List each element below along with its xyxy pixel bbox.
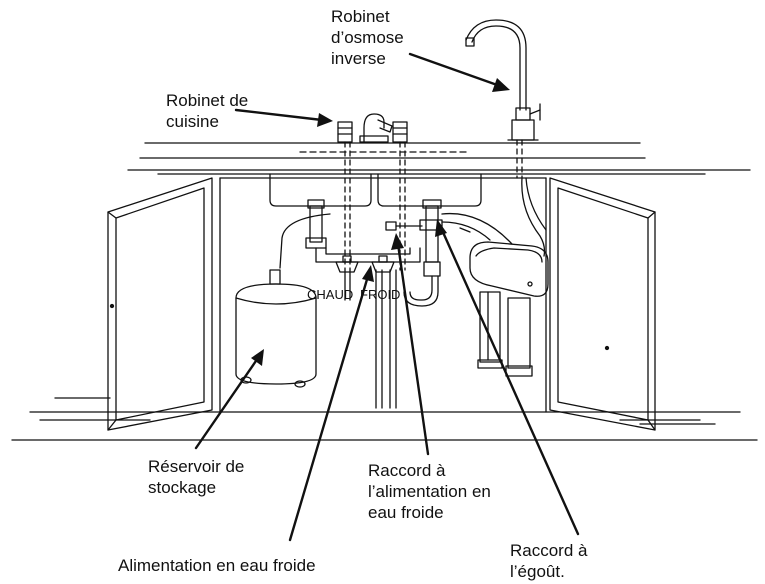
countertop: [127, 142, 751, 175]
arrow-ro-faucet: [408, 52, 502, 88]
cabinet: [11, 177, 758, 441]
left-cabinet-door: [107, 177, 213, 431]
label-cold-supply: Alimentation en eau froide: [118, 556, 316, 575]
label-storage-tank-line-1: Réservoir de: [148, 457, 245, 476]
arrow-kitchen-faucet: [234, 108, 324, 122]
label-drain-connection: Raccord à l’égoût.: [510, 540, 587, 582]
storage-tank: [235, 269, 317, 388]
sink-basins: [269, 173, 482, 207]
arrow-cold-connection: [396, 242, 430, 456]
label-drain-connection-line-1: Raccord à: [510, 541, 588, 560]
ro-filter-unit: [469, 241, 549, 377]
label-cold-connection-line-1: Raccord à: [368, 461, 446, 480]
label-drain-connection-line-2: l’égoût.: [510, 562, 565, 581]
label-storage-tank: Réservoir de stockage: [148, 456, 244, 498]
drain-pipes: [305, 199, 443, 307]
ro-faucet: [465, 19, 541, 141]
arrow-storage-tank: [194, 356, 260, 450]
kitchen-faucet: [337, 113, 408, 143]
label-storage-tank-line-2: stockage: [148, 478, 217, 497]
supply-pipes: [335, 255, 397, 409]
arrow-cold-supply: [288, 274, 370, 542]
label-hot: CHAUD: [307, 287, 354, 302]
label-kitchen-faucet-line-1: Robinet de: [166, 91, 249, 110]
label-cold: FROID: [360, 287, 401, 302]
pointer-arrows: [194, 52, 580, 542]
dashed-supply-lines: [344, 139, 523, 271]
label-ro-faucet-line-2: d’osmose: [331, 28, 404, 47]
label-kitchen-faucet: Robinet de cuisine: [166, 90, 248, 132]
label-kitchen-faucet-line-2: cuisine: [166, 112, 219, 131]
label-cold-connection-line-2: l’alimentation en: [368, 482, 491, 501]
ro-tubing: [279, 177, 547, 269]
label-cold-connection: Raccord à l’alimentation en eau froide: [368, 460, 491, 523]
label-ro-faucet-line-1: Robinet: [331, 7, 390, 26]
arrow-heads: [251, 78, 510, 366]
label-ro-faucet: Robinet d’osmose inverse: [331, 6, 404, 69]
label-cold-connection-line-3: eau froide: [368, 503, 444, 522]
arrow-drain-connection: [440, 228, 580, 536]
label-ro-faucet-line-3: inverse: [331, 49, 386, 68]
right-cabinet-door: [549, 177, 656, 431]
